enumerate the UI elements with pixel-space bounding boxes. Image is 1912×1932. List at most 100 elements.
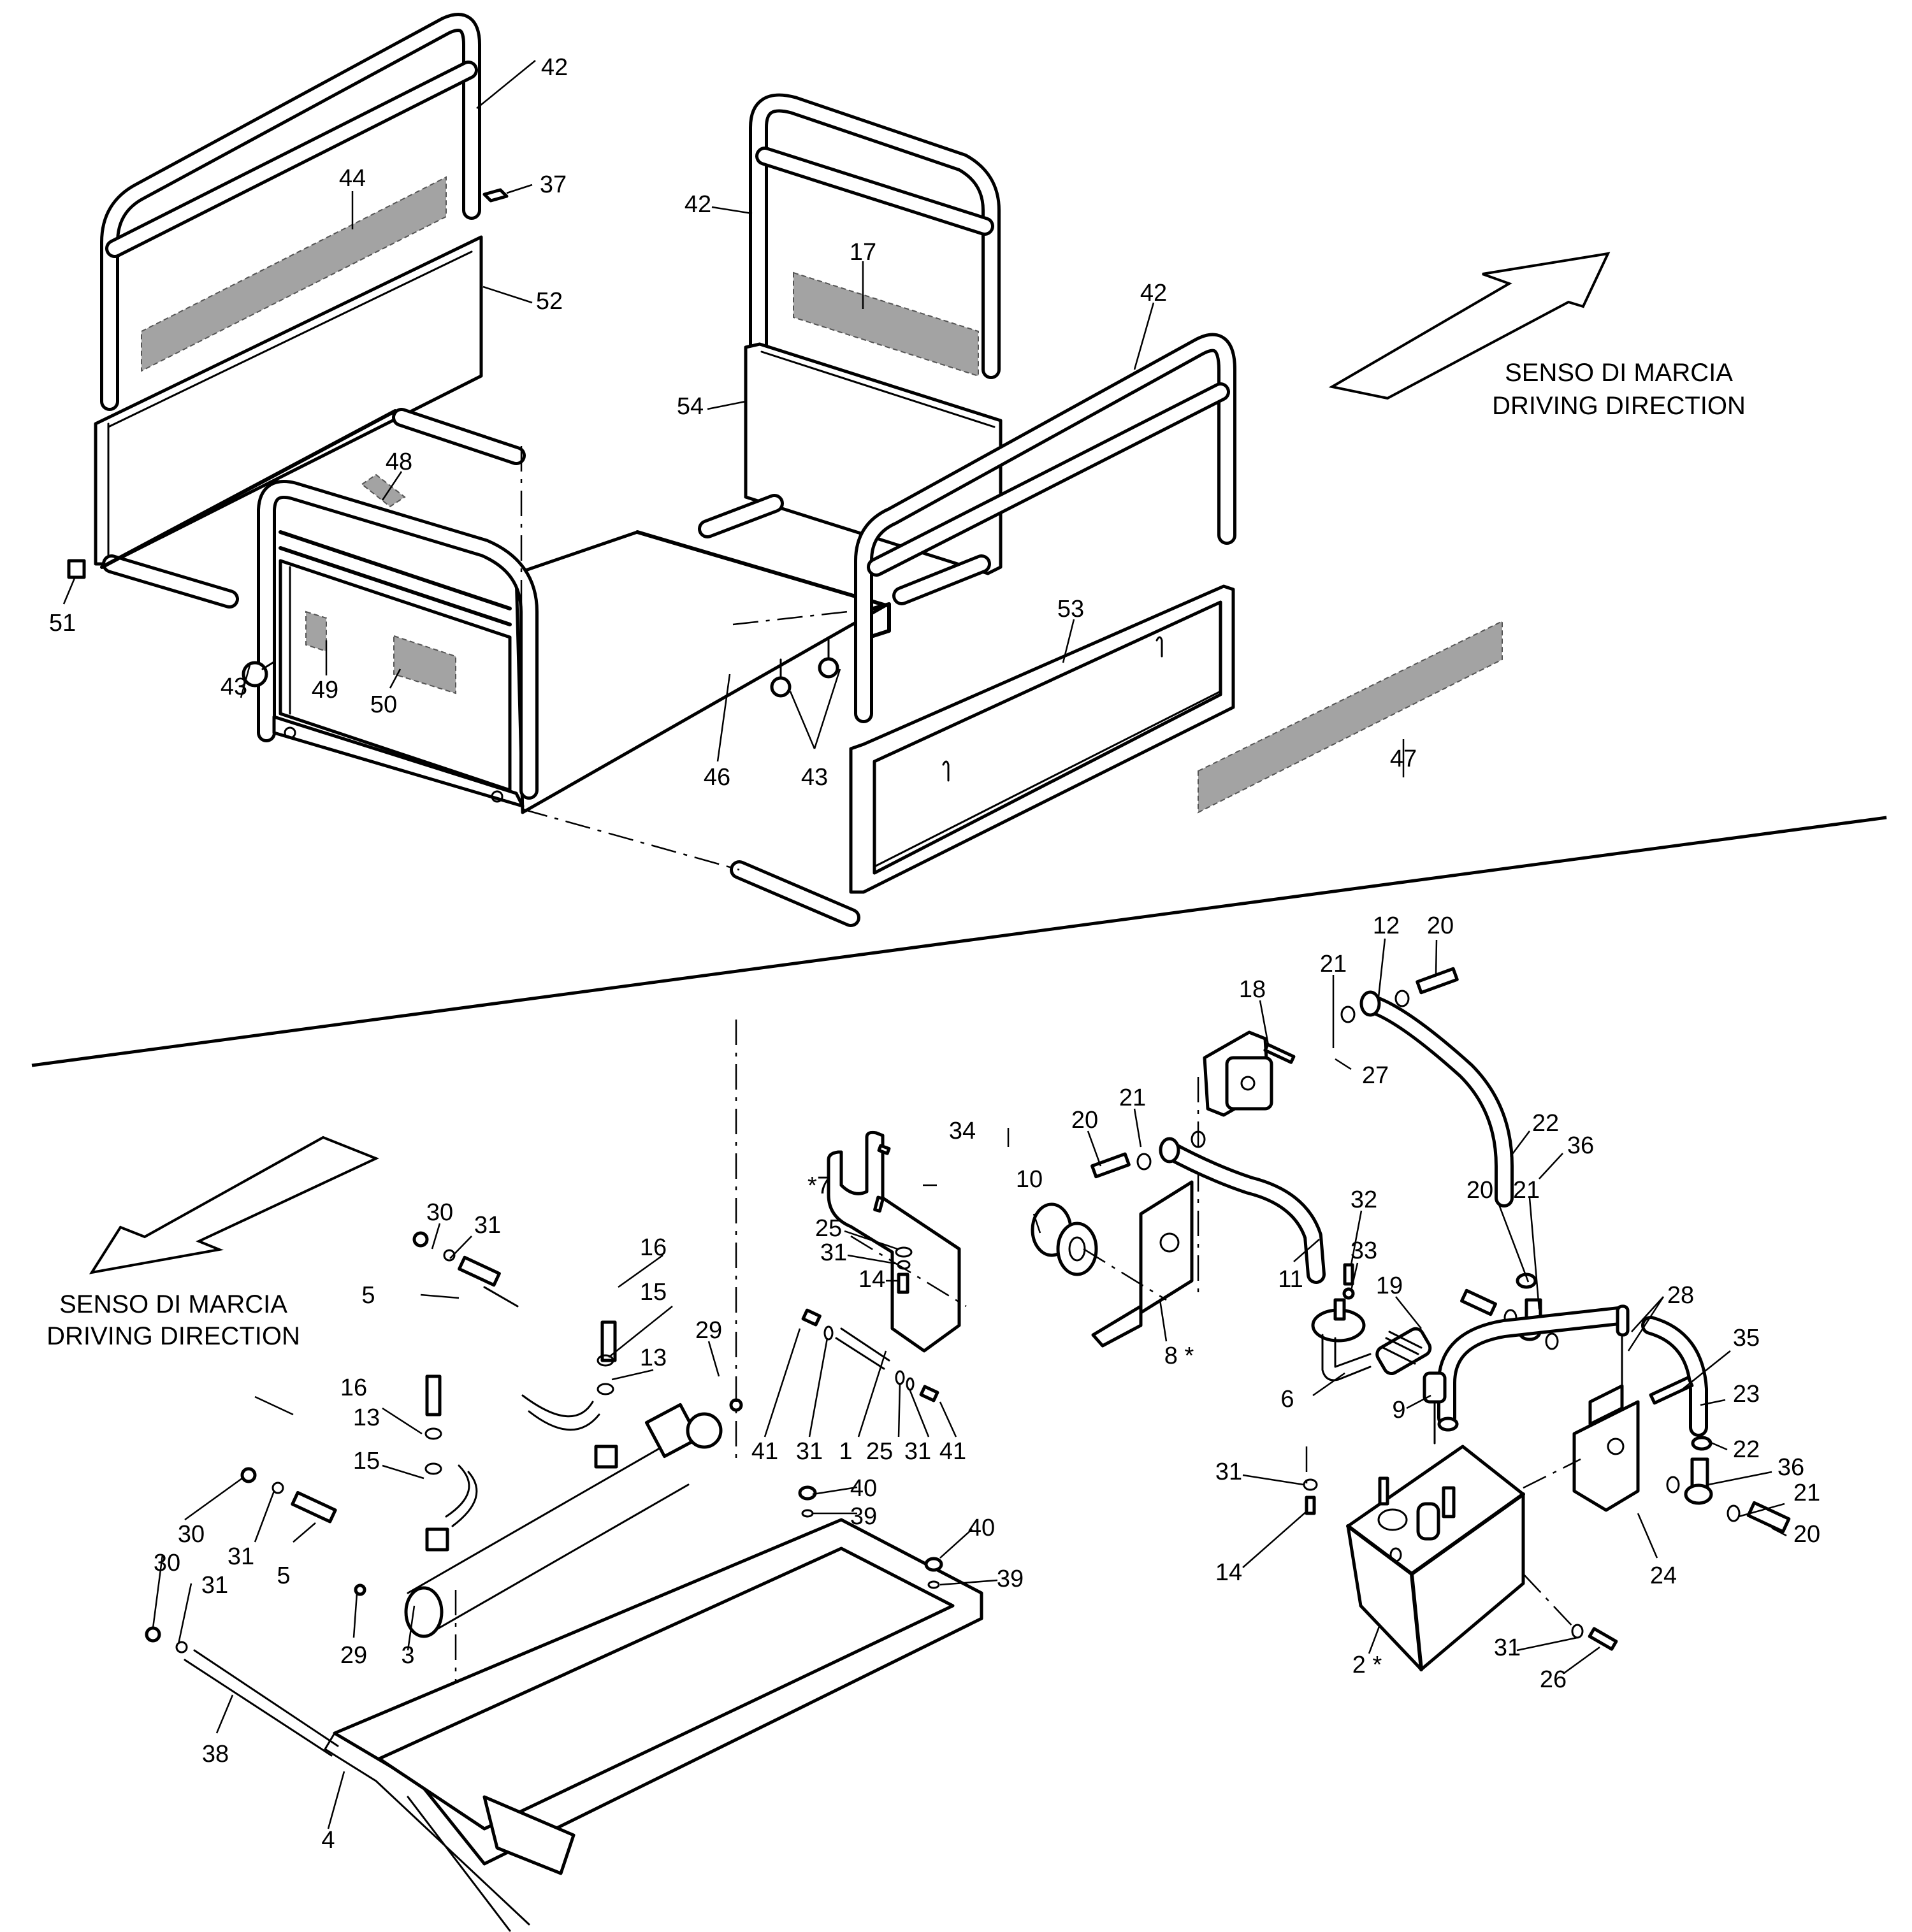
side-panel-53 [849, 584, 1235, 894]
callout-41: 41 [939, 1438, 966, 1465]
front-frame [257, 480, 539, 808]
callout-16: 16 [640, 1234, 667, 1261]
callout-14: 14 [858, 1266, 885, 1293]
decal-44 [141, 176, 447, 372]
callout-41: 41 [751, 1438, 778, 1465]
callout-36: 36 [1778, 1454, 1804, 1481]
callout-31: 31 [796, 1438, 823, 1465]
decal-49 [305, 610, 327, 652]
callout-2: 2 * [1352, 1652, 1382, 1678]
callout-22: 22 [1532, 1110, 1559, 1137]
callout-33: 33 [1351, 1237, 1377, 1264]
section-divider [31, 816, 1887, 1067]
callout-31: 31 [228, 1543, 254, 1570]
suction-pipe-6 [1311, 1298, 1372, 1381]
callout-51: 51 [49, 610, 76, 637]
screw-32 [1343, 1263, 1354, 1286]
callout-11: 11 [1278, 1266, 1303, 1293]
callout-9: 9 [1392, 1397, 1405, 1424]
direction-arrow-down-left [89, 1135, 380, 1274]
bumper-40-39 [798, 1485, 943, 1589]
callout-49: 49 [312, 677, 338, 703]
hydraulic-pump-18 [1203, 1030, 1273, 1117]
callout-44: 44 [339, 165, 366, 192]
fasteners-left [145, 1231, 743, 1654]
callout-14: 14 [1215, 1559, 1242, 1586]
callout-39: 39 [997, 1566, 1024, 1592]
hydraulic-cylinder [404, 1402, 723, 1638]
side-panel-52 [94, 235, 483, 566]
callout-30: 30 [426, 1199, 453, 1226]
rail-frame-side [854, 333, 1236, 723]
direction-label-it: SENSO DI MARCIA [59, 1290, 287, 1318]
callout-31: 31 [1215, 1459, 1242, 1485]
bracket-8 [1091, 1180, 1194, 1348]
fitting-36b [1666, 1457, 1791, 1534]
callout-35: 35 [1733, 1325, 1760, 1352]
callout-54: 54 [677, 393, 704, 420]
callout-42: 42 [1140, 280, 1167, 306]
callout-38: 38 [202, 1741, 229, 1768]
oil-tank-2 [1346, 1445, 1525, 1671]
lower-assembly: SENSO DI MARCIA DRIVING DIRECTION [47, 967, 1791, 1932]
driving-direction-indicator-top: SENSO DI MARCIA DRIVING DIRECTION [1328, 252, 1746, 420]
decal-47 [1198, 620, 1503, 814]
callout-13: 13 [640, 1344, 667, 1371]
callout-7: *7 [808, 1172, 830, 1199]
callout-31: 31 [904, 1438, 931, 1465]
callout-28: 28 [1667, 1282, 1694, 1309]
callout-21: 21 [1793, 1480, 1820, 1506]
callout-20: 20 [1071, 1107, 1098, 1134]
callout-50: 50 [370, 691, 397, 718]
callout-53: 53 [1057, 596, 1084, 623]
upper-assembly: SENSO DI MARCIA DRIVING DIRECTION [67, 13, 1746, 927]
callout-39: 39 [850, 1503, 877, 1530]
callout-29: 29 [340, 1642, 367, 1669]
direction-label-it: SENSO DI MARCIA [1505, 359, 1733, 387]
hose-12 [1340, 967, 1514, 1208]
callout-19: 19 [1376, 1272, 1403, 1299]
end-cap-37 [482, 188, 509, 203]
bolt-35 [1649, 1376, 1694, 1405]
control-valve-24 [1572, 1304, 1640, 1512]
lifting-frame-4 [324, 1518, 983, 1932]
fasteners-tank [1303, 1478, 1618, 1651]
callout-30: 30 [154, 1550, 180, 1576]
callout-4: 4 [321, 1827, 335, 1854]
rail-frame-rear [100, 13, 481, 411]
callout-3: 3 [401, 1642, 414, 1669]
bolt-27 [1263, 1042, 1296, 1064]
callout-36: 36 [1567, 1132, 1594, 1159]
callout-leaders [62, 60, 1787, 1829]
callout-31: 31 [820, 1239, 847, 1266]
callout-15: 15 [353, 1448, 380, 1474]
direction-arrow-up-right [1328, 252, 1611, 400]
end-cap-51 [67, 559, 86, 579]
callout-1: 1 [839, 1438, 852, 1465]
callout-8: 8 * [1164, 1343, 1194, 1369]
callout-42: 42 [684, 191, 711, 218]
hose-11 [1090, 1130, 1326, 1284]
callout-40: 40 [850, 1475, 877, 1502]
callout-20: 20 [1467, 1177, 1493, 1204]
clamp-22c [1437, 1417, 1459, 1432]
decal-50 [393, 635, 456, 695]
bushing-10 [1031, 1202, 1098, 1276]
callout-30: 30 [178, 1521, 205, 1548]
callout-20: 20 [1793, 1521, 1820, 1548]
direction-label-en: DRIVING DIRECTION [47, 1322, 300, 1350]
nut-33 [1342, 1287, 1355, 1300]
callout-43: 43 [801, 764, 828, 791]
callout-23: 23 [1733, 1381, 1760, 1408]
callout-labels: 42 44 37 52 42 17 42 54 48 51 49 50 43 4… [49, 54, 1820, 1854]
callout-31: 31 [201, 1572, 228, 1599]
callout-52: 52 [536, 288, 563, 315]
callout-46: 46 [704, 764, 730, 791]
decal-48 [361, 473, 406, 508]
deck-bracket [871, 602, 891, 638]
callout-15: 15 [640, 1279, 667, 1306]
callout-17: 17 [850, 239, 876, 266]
callout-13: 13 [353, 1404, 380, 1431]
strainer-19 [1375, 1327, 1432, 1376]
hose-23 [1437, 1306, 1708, 1437]
